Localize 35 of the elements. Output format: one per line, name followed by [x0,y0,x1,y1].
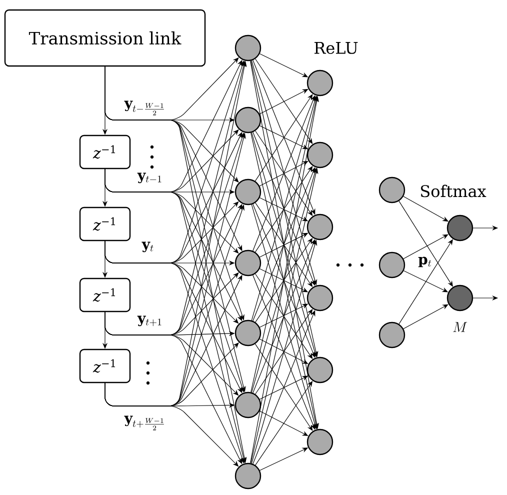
arrow [403,304,448,330]
neuron-circle [378,322,406,348]
neuron-circle [306,428,334,456]
output-label: $\mathbf{p}_{t}$ [418,256,432,268]
neuron-circle [378,252,406,278]
neuron-circle [306,70,334,96]
output-neuron [446,284,474,312]
neuron-circle [306,356,334,384]
neuron-circle [234,106,262,134]
signal-label: $\mathbf{y}_{t}$ [142,242,154,252]
layer-label: Softmax [421,184,486,198]
signal-label: $\mathbf{y}_{t+\frac{W-1}{2}}$ [124,416,164,430]
output-label: $M$ [453,322,468,332]
link-box: Transmission link [4,9,206,67]
signal-label: $\mathbf{y}_{t-1}$ [137,172,162,184]
delay-box: z$^{−1}$ [79,278,131,312]
neuron-circle [306,142,334,168]
layer-label: ReLU [314,42,358,54]
arrow [403,234,448,260]
neuron-circle [234,250,262,276]
delay-box: z$^{−1}$ [79,206,131,242]
signal-label: $\mathbf{y}_{t+1}$ [137,316,162,326]
neuron-circle [234,34,262,62]
signal-label: $\mathbf{y}_{t-\frac{W-1}{2}}$ [124,100,164,116]
output-neuron [446,214,474,242]
neuron-circle [234,320,262,346]
neuron-circle [234,178,262,206]
neuron-circle [234,392,262,418]
neuron-circle [306,284,334,312]
neuron-circle [234,462,262,490]
neuron-circle [306,214,334,240]
arrow [398,239,453,324]
neuron-circle [378,176,406,204]
delay-box: z$^{−1}$ [79,134,131,170]
delay-box: z$^{−1}$ [79,348,131,384]
